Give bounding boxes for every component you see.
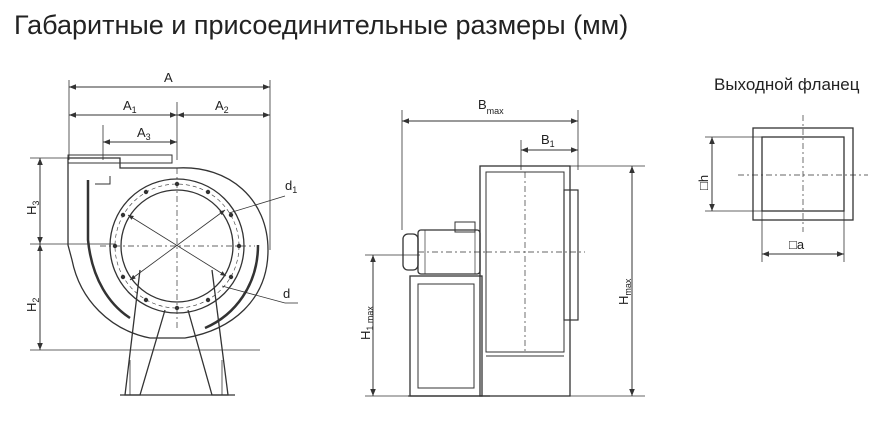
- front-view: [30, 80, 298, 396]
- flange-view: [705, 115, 868, 262]
- label-b1: B1: [541, 132, 555, 149]
- label-h3: H3: [24, 201, 41, 215]
- label-d: d: [283, 286, 290, 301]
- flange-inner: [761, 136, 845, 212]
- base-frame: [409, 275, 483, 397]
- side-view: [365, 110, 645, 397]
- flange-view-labels: Выходной фланец □h □a: [696, 75, 860, 252]
- label-hmax: Hmax: [616, 278, 633, 305]
- label-h2: H2: [24, 298, 41, 312]
- flange-outer: [752, 127, 854, 221]
- label-a2: A2: [215, 98, 229, 115]
- flange-title: Выходной фланец: [714, 75, 860, 94]
- label-h1max: H1 max: [358, 306, 375, 340]
- flange-bolts: [112, 181, 242, 311]
- label-bmax: Bmax: [478, 97, 504, 116]
- front-view-labels: A A1 A2 A3 H3 H2 d1 d: [24, 70, 297, 312]
- label-a1: A1: [123, 98, 137, 115]
- page-title: Габаритные и присоединительные размеры (…: [14, 10, 629, 40]
- fan-housing: [479, 165, 571, 397]
- label-flange-a: □a: [789, 237, 805, 252]
- volute-housing: [67, 157, 269, 339]
- label-d1: d1: [285, 178, 297, 195]
- inlet-flange-inner: [120, 189, 234, 303]
- side-view-labels: Bmax B1 H1 max Hmax: [358, 97, 633, 340]
- label-a: A: [164, 70, 173, 85]
- label-a3: A3: [137, 125, 151, 142]
- label-flange-h: □h: [696, 175, 711, 190]
